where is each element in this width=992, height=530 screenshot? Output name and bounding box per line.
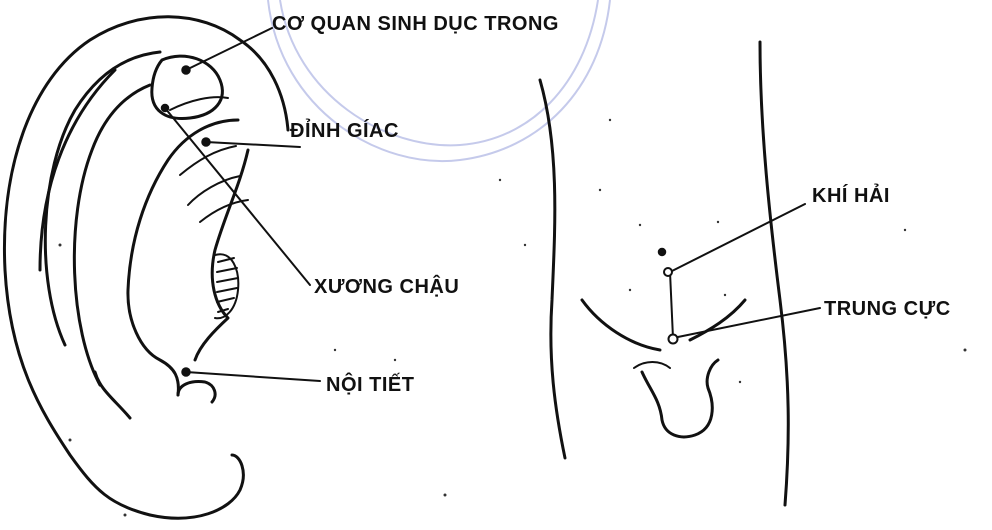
- label-xuong-chau: XƯƠNG CHẬU: [314, 274, 459, 298]
- ear-inner-stroke-3: [179, 145, 237, 176]
- ear-outer-contour: [2, 15, 290, 517]
- torso-right-contour: [758, 40, 790, 507]
- ear-triangular-fossa: [150, 54, 224, 120]
- label-co-quan-sinh-duc-trong: CƠ QUAN SINH DỤC TRONG: [272, 13, 559, 35]
- point-khi-hai: [663, 267, 673, 277]
- ear-concha-contour: [126, 118, 240, 397]
- meridian-line: [669, 271, 674, 339]
- watermark-arc: [267, 0, 611, 163]
- ear-lobe-contour: [148, 453, 245, 520]
- ear-tragus: [176, 380, 217, 404]
- ear-rim-lower: [93, 370, 132, 420]
- torso-groin-left: [580, 298, 662, 352]
- label-trung-cuc: TRUNG CỰC: [824, 298, 951, 320]
- ear-hatched-notch: [214, 253, 240, 320]
- ear-antihelix-line: [72, 83, 152, 387]
- point-upper-marker: [657, 247, 667, 257]
- ear-inner-stroke-1: [187, 175, 241, 206]
- ear-fossa-ridge: [169, 96, 229, 111]
- ear-inner-stroke-2: [199, 199, 249, 223]
- pointer-co-quan-sinh-duc: [185, 27, 273, 71]
- ear-helix-inner: [43, 50, 162, 347]
- ear-drawing: [2, 15, 321, 520]
- pointer-noi-tiet: [185, 371, 321, 382]
- torso-left-contour: [538, 78, 567, 460]
- scan-specks: [58, 118, 967, 517]
- ear-scapha-line: [38, 68, 117, 272]
- label-khi-hai: KHÍ HẢI: [812, 184, 890, 207]
- pointer-xuong-chau: [164, 107, 311, 286]
- torso-groin-right: [688, 298, 747, 342]
- connector-khi-hai: [669, 203, 806, 273]
- label-noi-tiet: NỘI TIẾT: [326, 372, 414, 396]
- torso-drawing: [538, 40, 821, 507]
- torso-genital-top: [633, 361, 671, 369]
- torso-genital-outline: [640, 358, 720, 439]
- watermark-arc-inner: [279, 0, 599, 147]
- connector-trung-cuc: [672, 307, 821, 339]
- pointer-dinh-giac: [205, 141, 301, 148]
- label-dinh-giac: ĐỈNH GÍAC: [290, 119, 399, 142]
- point-trung-cuc: [667, 333, 679, 345]
